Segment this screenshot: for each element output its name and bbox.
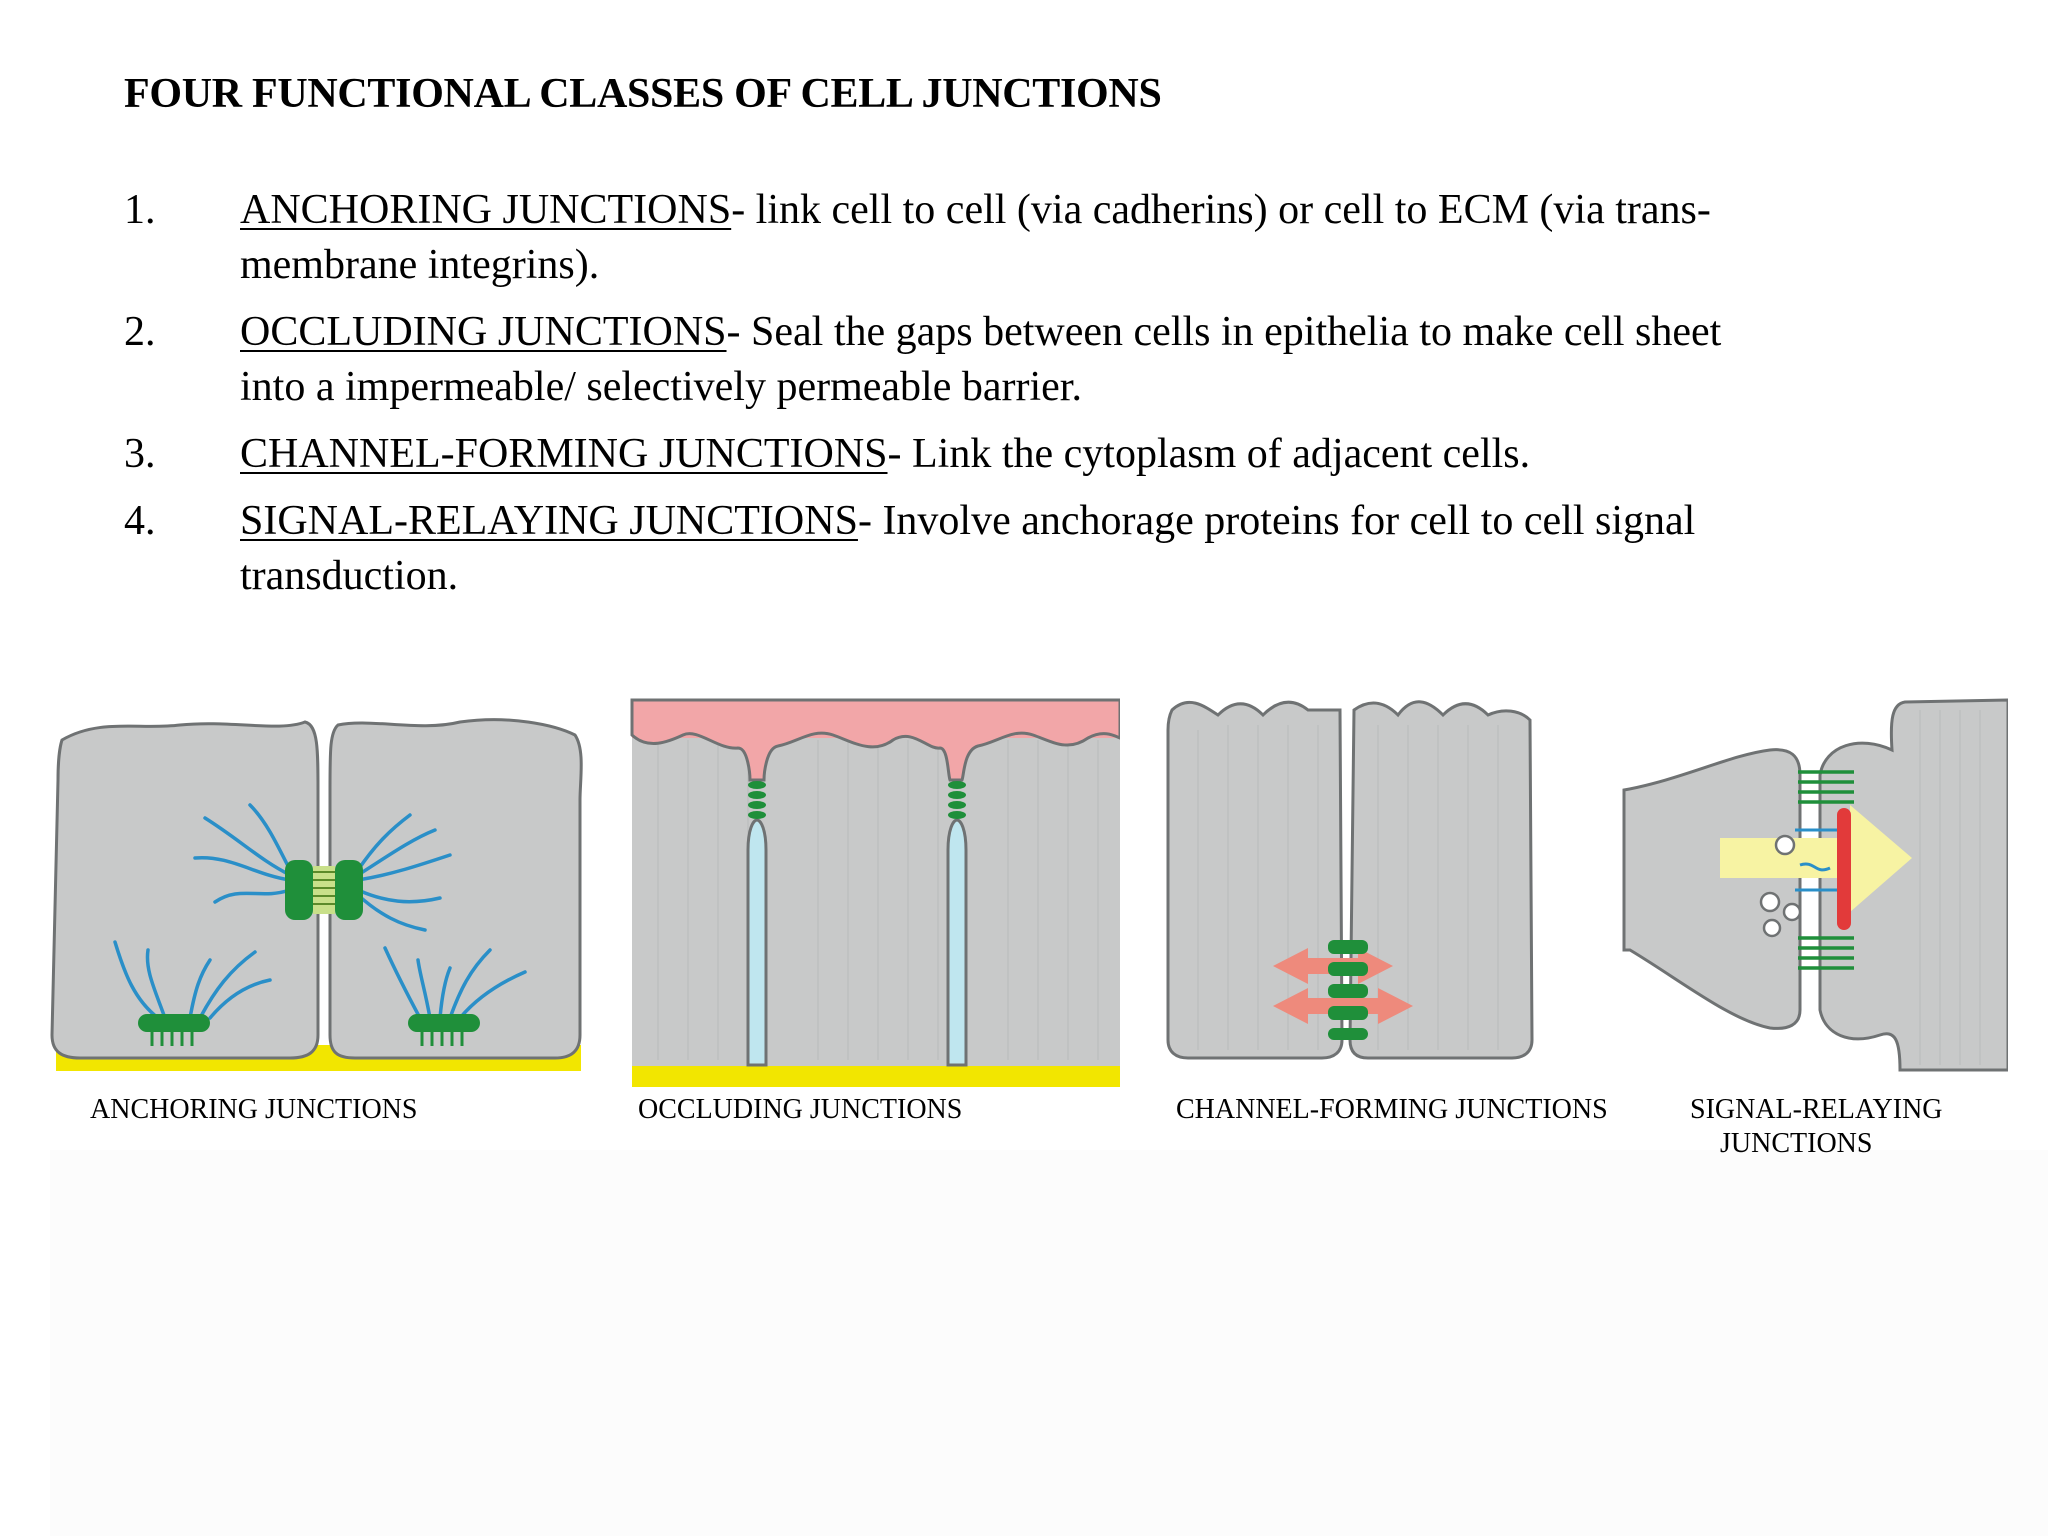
page-title: FOUR FUNCTIONAL CLASSES OF CELL JUNCTION… — [124, 71, 1162, 117]
item-number: 3. — [124, 431, 156, 477]
intercellular-space-left — [746, 818, 768, 1067]
list-item: 4. SIGNAL-RELAYING JUNCTIONS- Involve an… — [124, 494, 1924, 604]
anchoring-proteins — [1798, 770, 1854, 970]
item-description-continued: transduction. — [240, 553, 459, 599]
occluding-junction-drawing — [630, 698, 1120, 1087]
caption-anchoring: ANCHORING JUNCTIONS — [90, 1094, 418, 1125]
synaptic-vesicles — [1759, 834, 1802, 938]
tight-junction-right — [948, 781, 966, 819]
caption-signal-relaying-line2: JUNCTIONS — [1720, 1128, 1873, 1159]
list-item: 2. OCCLUDING JUNCTIONS- Seal the gaps be… — [124, 305, 1924, 415]
signal-arrow — [1720, 805, 1912, 912]
item-term: SIGNAL-RELAYING JUNCTIONS — [240, 498, 858, 544]
item-term: OCCLUDING JUNCTIONS — [240, 309, 727, 355]
cytoskeletal-filaments — [113, 803, 527, 1020]
junction-class-list: 1. ANCHORING JUNCTIONS- link cell to cel… — [124, 183, 1924, 616]
page-background-lower — [50, 1150, 2048, 1536]
item-description: - Link the cytoplasm of adjacent cells. — [887, 431, 1531, 477]
postsynaptic-cell — [1818, 698, 2008, 1072]
item-description: - link cell to cell (via cadherins) or c… — [731, 187, 1711, 233]
gap-junction-channels — [1328, 940, 1368, 1040]
intercellular-space-right — [946, 818, 968, 1067]
cell-right — [1348, 700, 1534, 1060]
signal-relaying-junction-drawing — [1622, 698, 2008, 1072]
channel-forming-junction-drawing — [1166, 700, 1534, 1060]
caption-occluding: OCCLUDING JUNCTIONS — [638, 1094, 963, 1125]
item-term: CHANNEL-FORMING JUNCTIONS — [240, 431, 888, 477]
ecm-layer — [632, 1065, 1120, 1087]
cell-texture — [1919, 710, 1981, 1065]
cell-cell-anchoring-junction — [285, 860, 363, 920]
presynaptic-cell — [1622, 748, 1802, 1030]
cell-texture — [1197, 725, 1499, 1050]
item-description: - Involve anchorage proteins for cell to… — [857, 498, 1696, 544]
anchoring-junction-illustration — [40, 680, 600, 1090]
list-item: 1. ANCHORING JUNCTIONS- link cell to cel… — [124, 183, 1924, 293]
cell-matrix-anchoring-junction-right — [408, 1014, 480, 1046]
channel-forming-junction-illustration — [1158, 680, 1550, 1090]
list-item: 3. CHANNEL-FORMING JUNCTIONS- Link the c… — [124, 427, 1924, 482]
apical-surface — [630, 698, 1120, 782]
signal-relaying-junction-illustration — [1620, 680, 2008, 1090]
anchoring-junction-drawing — [50, 718, 583, 1071]
item-description: - Seal the gaps between cells in epithel… — [726, 309, 1722, 355]
item-description-continued: membrane integrins). — [240, 242, 600, 288]
epithelial-cell-sheet — [632, 738, 1120, 1066]
signal-bar — [1837, 808, 1851, 930]
item-number: 4. — [124, 498, 156, 544]
cell-matrix-anchoring-junction-left — [138, 1014, 210, 1046]
item-number: 2. — [124, 309, 156, 355]
caption-signal-relaying-line1: SIGNAL-RELAYING — [1690, 1094, 1943, 1125]
caption-channel-forming: CHANNEL-FORMING JUNCTIONS — [1176, 1094, 1608, 1125]
item-term: ANCHORING JUNCTIONS — [240, 187, 732, 233]
item-description-continued: into a impermeable/ selectively permeabl… — [240, 364, 1082, 410]
tight-junction-left — [748, 781, 766, 819]
item-number: 1. — [124, 187, 156, 233]
cell-left — [50, 720, 320, 1060]
occluding-junction-illustration — [628, 680, 1120, 1090]
